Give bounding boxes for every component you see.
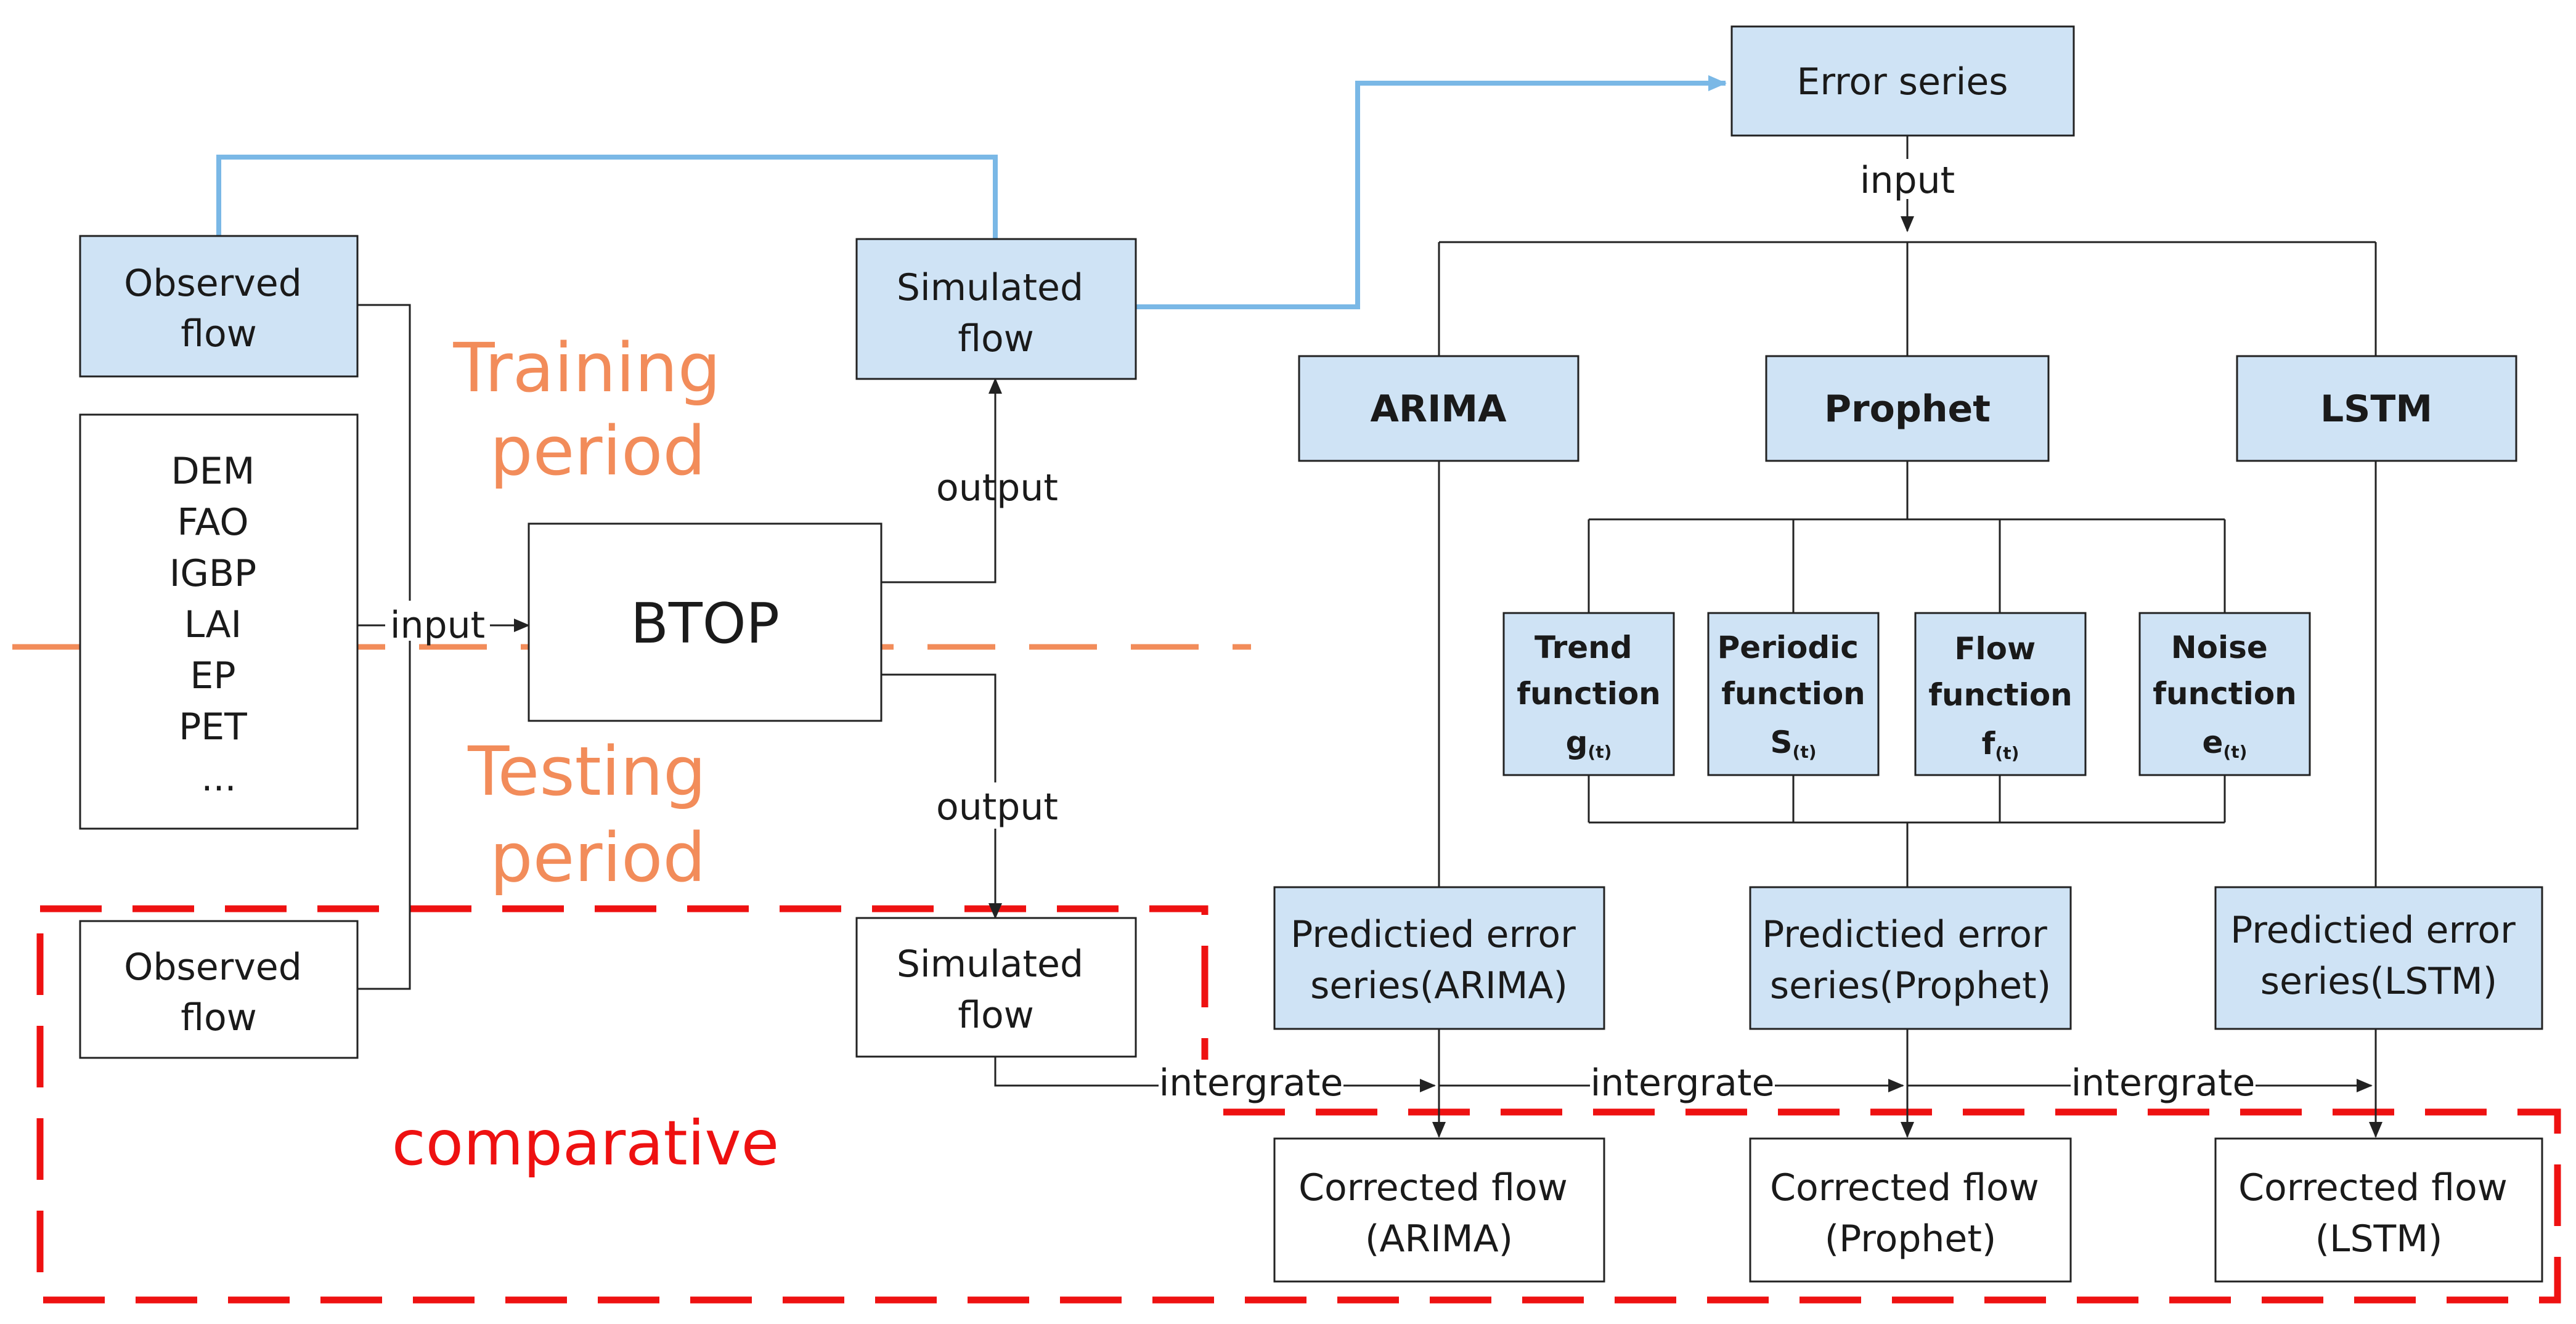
periodic-function-label: Periodic function [1718, 630, 1870, 712]
integrate-1-bg [1159, 1060, 1343, 1103]
flow-function-symbol: f(t) [1982, 726, 2020, 763]
noise-function-label: Noise function [2153, 630, 2297, 712]
testing-period-label: Testing period [467, 732, 728, 897]
prophet-box [1765, 355, 2050, 462]
predicted-error-lstm-box [2214, 886, 2543, 1030]
btop-model-box [528, 522, 882, 722]
observed-flow-train-label: Observed flow [124, 262, 314, 355]
simulated-flow-train-box [855, 238, 1137, 380]
output-test-arrow [881, 673, 1002, 919]
arima-box [1298, 355, 1579, 462]
lstm-label: LSTM [2320, 388, 2432, 431]
output-test-label-bg [924, 782, 1066, 829]
integrate-3-label: intergrate [2071, 1062, 2256, 1105]
predicted-error-prophet-box [1749, 886, 2072, 1030]
output-train-arrow [881, 378, 1002, 583]
predicted-error-lstm-label: Predictied error series(LSTM) [2230, 909, 2527, 1003]
corrected-flow-arima-label: Corrected flow (ARIMA) [1298, 1166, 1579, 1261]
error-input-label: input [1860, 159, 1955, 202]
comparative-region [36, 905, 2561, 1304]
integrate-3-bg [2071, 1060, 2256, 1103]
error-input-label-bg [1855, 159, 1960, 199]
simulated-flow-train-label: Simulated flow [897, 266, 1095, 360]
predicted-error-arima-box [1273, 886, 1605, 1030]
simulated-flow-test-label: Simulated flow [897, 943, 1095, 1037]
corrected-flow-lstm-box [2214, 1137, 2543, 1283]
comparative-label: comparative [392, 1107, 779, 1179]
predicted-error-arima-label: Predictied error series(ARIMA) [1290, 913, 1588, 1007]
arima-label: ARIMA [1370, 388, 1507, 431]
observed-flow-test-box [79, 920, 359, 1059]
periodic-function-box [1707, 612, 1880, 776]
integrate-2-bg [1590, 1060, 1775, 1103]
observed-flow-train-box [79, 235, 359, 378]
input-label: input [390, 604, 485, 647]
error-series-label: Error series [1796, 60, 2008, 104]
blue-link-observed [216, 155, 998, 239]
flow-function-box [1914, 612, 2087, 776]
integrate-2-label: intergrate [1591, 1062, 1775, 1105]
blue-link-error [1136, 75, 1727, 309]
corrected-flow-prophet-label: Corrected flow (Prophet) [1770, 1166, 2051, 1261]
corrected-flow-prophet-box [1749, 1137, 2072, 1283]
trend-function-symbol: g(t) [1566, 725, 1612, 762]
error-series-box [1730, 25, 2075, 137]
output-train-label: output [936, 466, 1058, 510]
model-inputs-list: DEM FAO IGBP LAI EP PET ... [169, 450, 269, 800]
trend-function-box [1502, 612, 1675, 776]
btop-label: BTOP [630, 591, 780, 656]
observed-flow-test-label: Observed flow [124, 946, 314, 1039]
corrected-flow-lstm-label: Corrected flow (LSTM) [2238, 1166, 2519, 1261]
input-label-bg [385, 601, 490, 641]
noise-function-symbol: e(t) [2203, 725, 2248, 762]
prophet-label: Prophet [1824, 388, 1991, 431]
simulated-flow-test-box [855, 917, 1137, 1058]
integrate-1-label: intergrate [1159, 1062, 1343, 1105]
output-test-label: output [936, 786, 1058, 829]
lstm-box [2236, 355, 2517, 462]
training-period-label: Training period [452, 328, 742, 490]
trend-function-label: Trend function [1517, 630, 1661, 712]
model-inputs-box [79, 413, 359, 830]
observed-connector [357, 304, 411, 990]
predicted-error-prophet-label: Predictied error series(Prophet) [1762, 913, 2059, 1007]
periodic-function-symbol: S(t) [1771, 725, 1817, 762]
corrected-flow-arima-box [1273, 1137, 1605, 1283]
noise-function-box [2138, 612, 2311, 776]
flow-function-label: Flow function [1928, 631, 2073, 713]
